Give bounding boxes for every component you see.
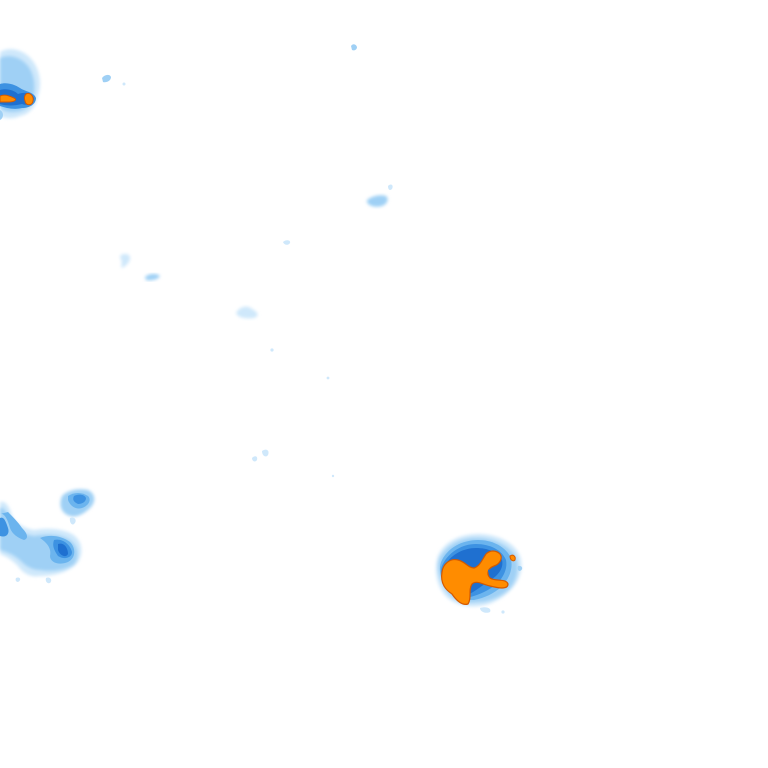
echo-center-patch xyxy=(236,306,258,319)
echo-top-left-storm xyxy=(0,49,40,120)
echo-bottom-left-small-cell xyxy=(60,489,95,525)
echo-top-center-speck xyxy=(351,44,357,51)
echo-lower-center-specks xyxy=(252,449,335,478)
echo-center-speck-3 xyxy=(326,376,330,380)
echo-center-speck-2 xyxy=(270,348,274,352)
echo-upper-middle-patch xyxy=(367,184,393,207)
echo-center-speck-1 xyxy=(283,240,291,245)
echo-mid-left-patch-1 xyxy=(120,253,131,268)
echo-top-left-speck xyxy=(102,74,126,86)
echo-bottom-left-band xyxy=(0,501,82,584)
echo-bottom-right-storm xyxy=(436,534,523,614)
echo-mid-left-patch-2 xyxy=(145,273,160,281)
